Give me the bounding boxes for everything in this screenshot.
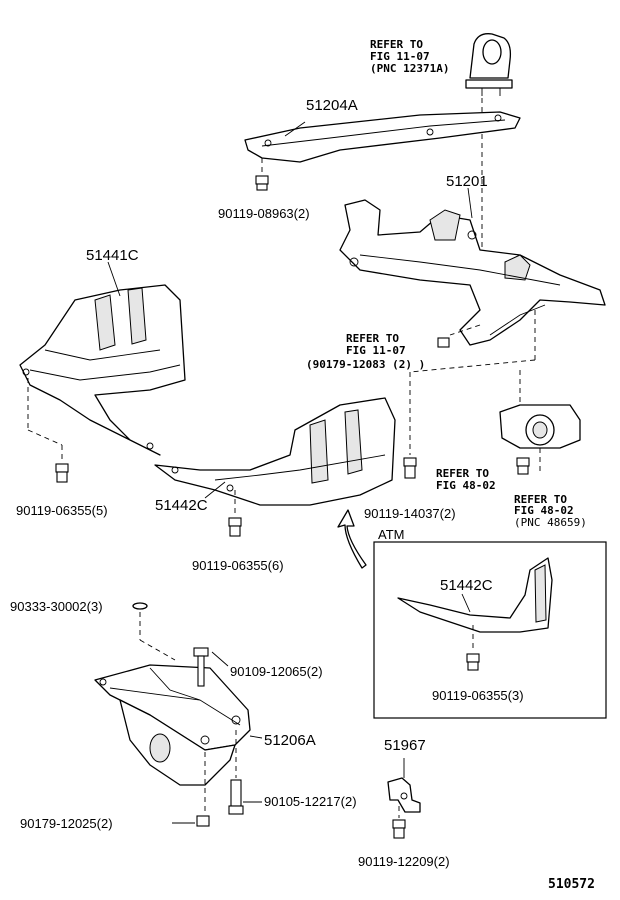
bolt-number-label: 90333-30002(3) [10, 599, 103, 614]
leader-line [204, 481, 226, 499]
bolt-icon [392, 819, 406, 839]
refer-text: FIG 11-07 [346, 344, 406, 357]
crossmember-51204a-illustration [244, 111, 521, 163]
bolt-icon [516, 457, 530, 475]
atm-label: ATM [378, 527, 404, 542]
leader-line [107, 261, 121, 297]
leader-line [211, 651, 229, 667]
engine-mount-illustration [465, 33, 513, 96]
bolt-icon [193, 647, 209, 687]
part-number-label: 51201 [446, 173, 488, 190]
part-number-label: 51441C [86, 247, 139, 264]
bracket-51967-illustration [387, 777, 421, 813]
refer-text: FIG 48-02 [436, 479, 496, 492]
refer-text: REFER TO [346, 332, 399, 345]
atm-under-cover-illustration [397, 557, 553, 633]
engine-under-cover-51441c-illustration [19, 284, 186, 456]
bolt-number-label: 90179-12025(2) [20, 816, 113, 831]
bolt-icon [466, 653, 480, 671]
leader-line [284, 121, 306, 137]
refer-text: FIG 11-07 [370, 50, 430, 63]
bolt-icon [228, 779, 244, 815]
leader-line [139, 639, 176, 661]
refer-text: REFER TO [436, 467, 489, 480]
leader-line [249, 735, 263, 739]
part-number-label: 51204A [306, 97, 358, 114]
leader-line [409, 359, 536, 373]
arrow-icon [337, 509, 367, 569]
part-number-label: 51442C [155, 497, 208, 514]
leader-line [461, 593, 471, 613]
part-number-label: 51206A [264, 732, 316, 749]
washer-icon [132, 602, 148, 610]
bolt-number-label: 90119-14037(2) [364, 506, 456, 521]
refer-text: REFER TO [514, 493, 567, 506]
bolt-icon [228, 517, 242, 537]
bolt-number-label: 90119-08963(2) [218, 206, 310, 221]
refer-text: (90179-12083 (2) ) [306, 358, 425, 371]
bolt-icon [403, 457, 417, 479]
bolt-number-label: 90119-06355(3) [432, 688, 524, 703]
diagram-id: 510572 [548, 877, 595, 892]
bolt-number-label: 90119-06355(6) [192, 558, 284, 573]
nut-icon [437, 337, 450, 348]
part-number-label: 51442C [440, 577, 493, 594]
bolt-number-label: 90119-06355(5) [16, 503, 108, 518]
leader-line [467, 187, 473, 219]
bolt-number-label: 90119-12209(2) [358, 854, 450, 869]
part-number-label: 51967 [384, 737, 426, 754]
bolt-number-label: 90105-12217(2) [264, 794, 357, 809]
bracket-51206a-illustration [94, 664, 251, 786]
bolt-icon [55, 463, 69, 483]
refer-text: (PNC 48659) [514, 516, 587, 529]
atm-box [373, 541, 607, 719]
bushing-illustration [499, 404, 581, 449]
bolt-icon [255, 175, 269, 191]
refer-text: REFER TO [370, 38, 423, 51]
crossmember-51201-illustration [339, 199, 606, 346]
engine-under-cover-51442c-illustration [154, 397, 396, 506]
refer-text: (PNC 12371A) [370, 62, 449, 75]
nut-icon [196, 815, 210, 827]
bolt-number-label: 90109-12065(2) [230, 664, 323, 679]
refer-text: FIG 48-02 [514, 504, 574, 517]
leader-line [27, 429, 63, 446]
